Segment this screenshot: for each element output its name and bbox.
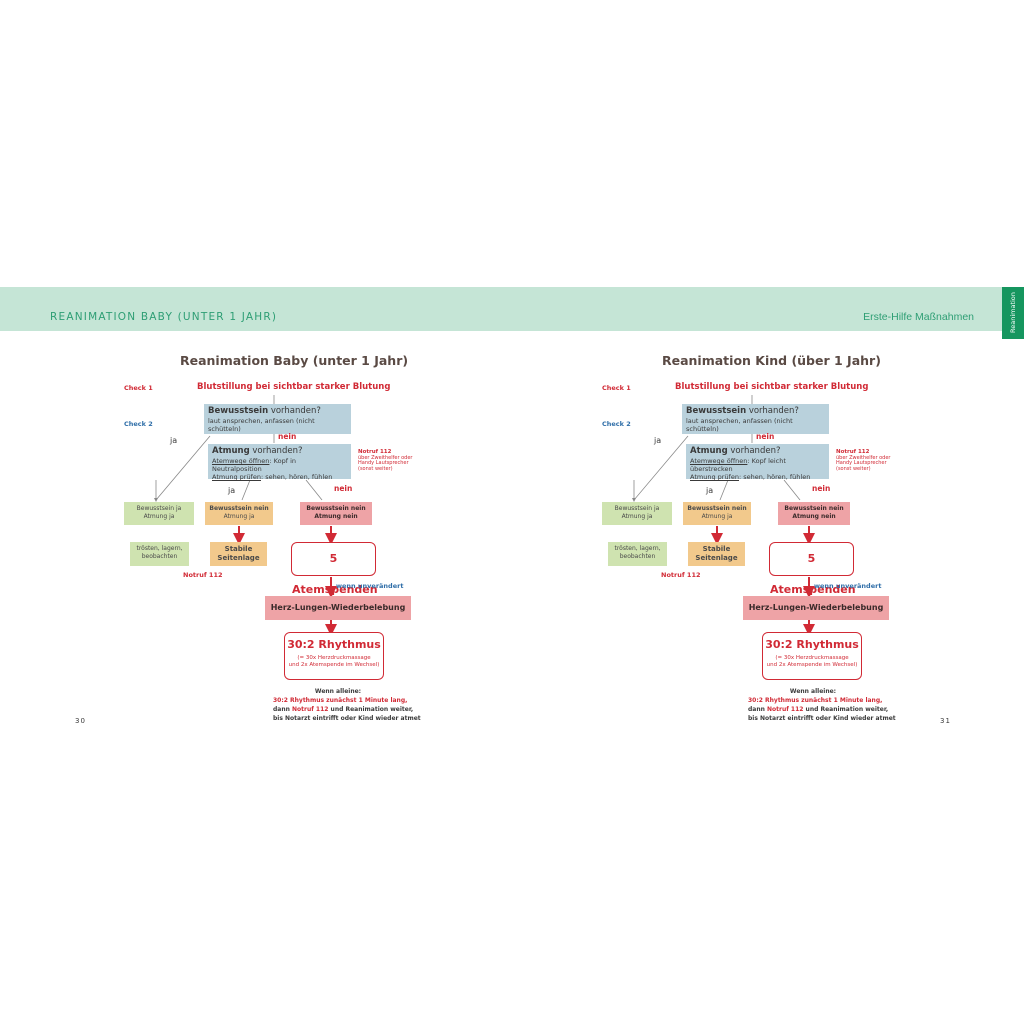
diagram-title: Reanimation Kind (über 1 Jahr) — [662, 353, 881, 368]
flow-lines — [632, 395, 815, 636]
breathing-question: Atmung vorhanden? Atemwege öffnen: Kopf … — [208, 444, 351, 481]
page-left: Reanimation Baby (unter 1 Jahr) Check 1 … — [80, 340, 520, 730]
header-band — [0, 287, 1002, 331]
diagram-title: Reanimation Baby (unter 1 Jahr) — [180, 353, 409, 368]
bleeding-step: Blutstillung bei sichtbar starker Blutun… — [197, 382, 391, 392]
five-rescue-breaths: 5 Atemspenden — [769, 542, 856, 596]
page-right: Reanimation Kind (über 1 Jahr) Check 1 B… — [558, 340, 998, 730]
no-label-1: nein — [756, 432, 775, 441]
check-1-label: Check 1 — [124, 384, 153, 392]
page-number-right: 31 — [940, 717, 951, 725]
check-2-label: Check 2 — [124, 420, 153, 428]
emergency-call-bottom: Notruf 112 — [661, 571, 701, 579]
no-label-1: nein — [278, 432, 297, 441]
bleeding-step: Blutstillung bei sichtbar starker Blutun… — [675, 382, 869, 392]
chapter-tab-label: Reanimation — [1009, 292, 1017, 334]
header-left-title: REANIMATION BABY (UNTER 1 JAHR) — [50, 311, 278, 323]
action-comfort: trösten, lagern,beobachten — [608, 542, 667, 566]
five-rescue-breaths: 5 Atemspenden — [291, 542, 378, 596]
flow-lines — [154, 395, 337, 636]
chapter-tab[interactable]: Reanimation — [1002, 287, 1024, 339]
emergency-call-note: Notruf 112 über Zweithelfer oder Handy L… — [836, 449, 891, 472]
yes-label-1: ja — [654, 436, 662, 445]
consciousness-question: Bewusstsein vorhanden? laut ansprechen, … — [682, 404, 829, 434]
check-2-label: Check 2 — [602, 420, 631, 428]
header-right-title: Erste-Hilfe Maßnahmen — [863, 311, 974, 323]
action-comfort: trösten, lagern,beobachten — [130, 542, 189, 566]
no-label-2: nein — [812, 484, 831, 493]
emergency-call-note: Notruf 112 über Zweithelfer oder Handy L… — [358, 449, 413, 472]
page-number-left: 30 — [75, 717, 86, 725]
if-unchanged-label: wenn unverändert — [814, 582, 882, 590]
yes-label-1: ja — [170, 436, 178, 445]
no-label-2: nein — [334, 484, 353, 493]
check-1-label: Check 1 — [602, 384, 631, 392]
emergency-call-bottom: Notruf 112 — [183, 571, 223, 579]
yes-label-2: ja — [228, 486, 236, 495]
alone-instructions: Wenn alleine: 30:2 Rhythmus zunächst 1 M… — [748, 688, 896, 722]
yes-label-2: ja — [706, 486, 714, 495]
cpr-step: Herz-Lungen-Wiederbelebung — [265, 596, 411, 620]
rhythm-30-2-box: 30:2 Rhythmus (= 30x Herzdruckmassage un… — [284, 632, 384, 680]
rhythm-30-2-box: 30:2 Rhythmus (= 30x Herzdruckmassage un… — [762, 632, 862, 680]
consciousness-question: Bewusstsein vorhanden? laut ansprechen, … — [204, 404, 351, 434]
alone-instructions: Wenn alleine: 30:2 Rhythmus zunächst 1 M… — [273, 688, 421, 722]
if-unchanged-label: wenn unverändert — [336, 582, 404, 590]
cpr-step: Herz-Lungen-Wiederbelebung — [743, 596, 889, 620]
breathing-question: Atmung vorhanden? Atemwege öffnen: Kopf … — [686, 444, 829, 481]
